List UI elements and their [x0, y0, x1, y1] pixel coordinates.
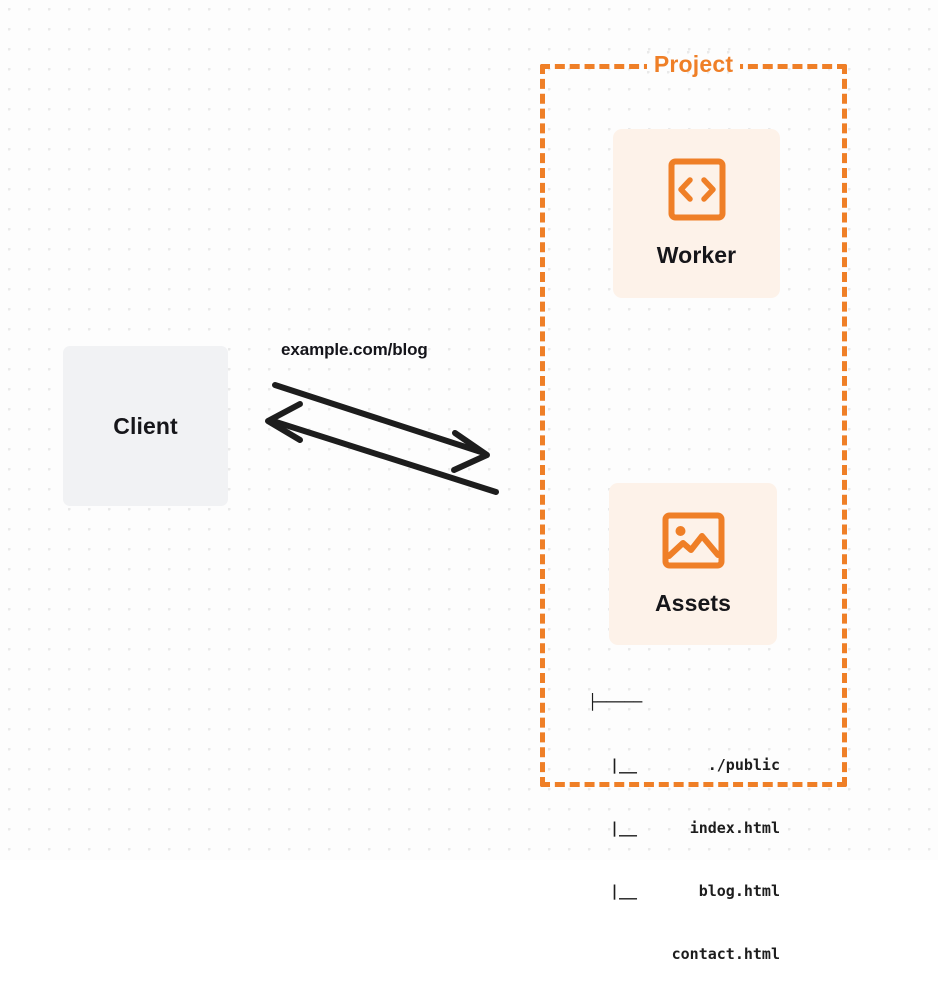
- assets-file-tree: ├───── ./public |__ index.html |__ blog.…: [588, 650, 780, 963]
- code-brackets-icon: [668, 158, 726, 226]
- tree-branch-glyph: |__: [610, 756, 638, 774]
- file-tree-root-name: ./public: [707, 756, 780, 774]
- edge-label-request-url: example.com/blog: [281, 340, 428, 359]
- group-project-title: Project: [540, 51, 847, 78]
- tree-branch-glyph: ├─────: [588, 693, 643, 711]
- image-icon: [662, 512, 725, 574]
- node-client-label: Client: [113, 412, 178, 439]
- group-project-title-text: Project: [646, 51, 741, 77]
- file-tree-row-child: |__ contact.html: [588, 881, 780, 963]
- arrow-request: [272, 382, 490, 473]
- file-tree-item-name: contact.html: [671, 945, 780, 963]
- arrow-response: [265, 401, 499, 495]
- node-assets-label: Assets: [654, 589, 732, 616]
- file-tree-row-child: |__ index.html: [588, 755, 780, 837]
- diagram-canvas: Client example.com/blog Project Worker: [0, 0, 938, 963]
- node-worker-label: Worker: [656, 242, 737, 268]
- file-tree-row-root: ├───── ./public: [588, 692, 780, 774]
- tree-branch-glyph: |__: [610, 819, 638, 837]
- node-assets[interactable]: Assets: [609, 483, 777, 645]
- file-tree-item-name: index.html: [689, 819, 780, 837]
- file-tree-row-child: |__ blog.html: [588, 818, 780, 900]
- node-client[interactable]: Client: [63, 346, 228, 506]
- node-worker[interactable]: Worker: [613, 129, 780, 298]
- tree-branch-glyph: |__: [610, 882, 638, 900]
